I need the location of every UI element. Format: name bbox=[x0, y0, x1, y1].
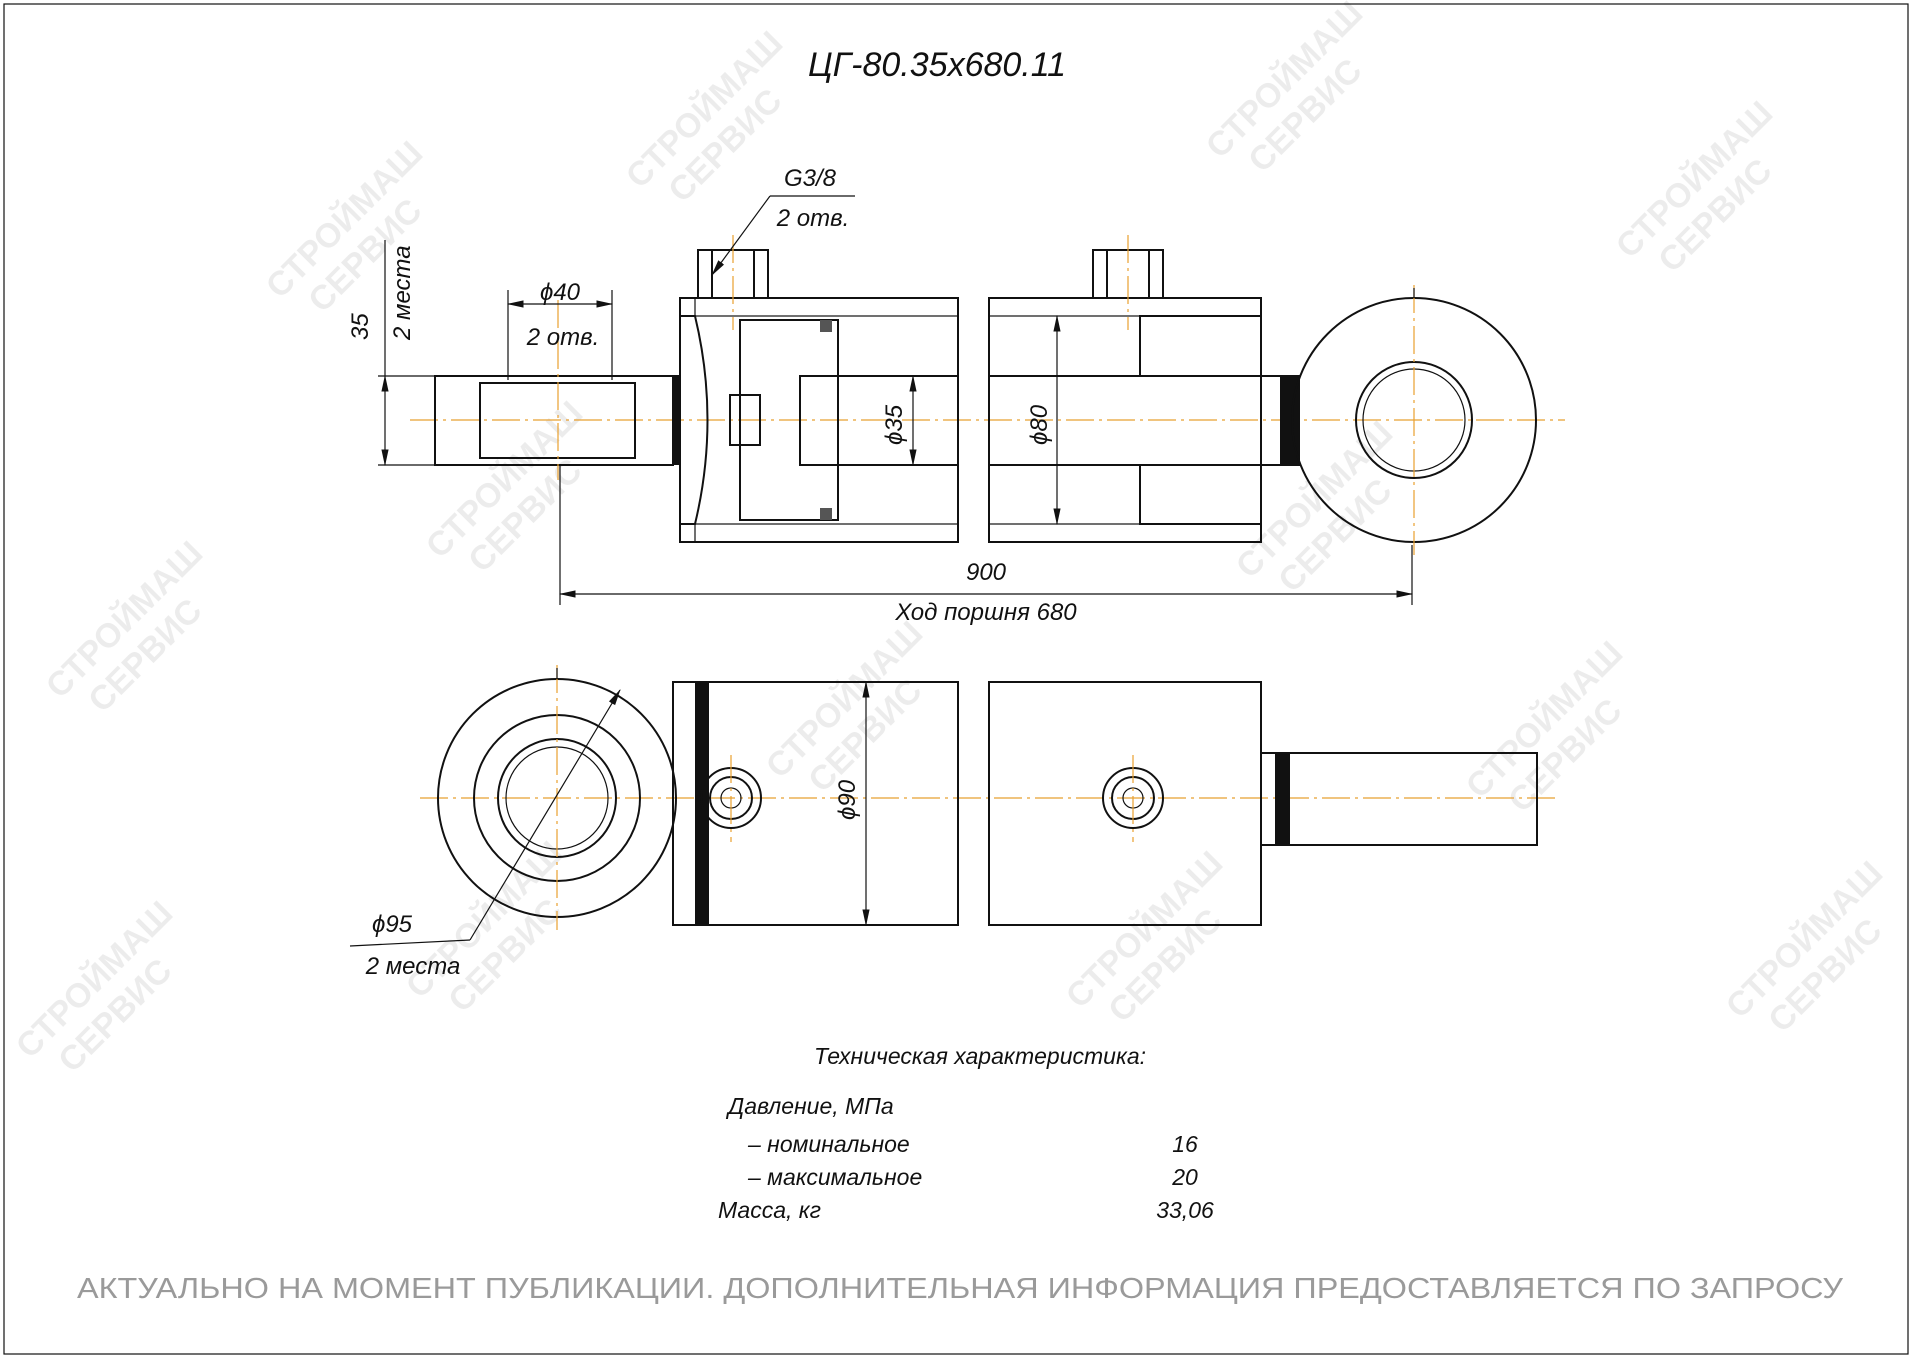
leader-line bbox=[469, 688, 621, 941]
rod-weld bbox=[1275, 753, 1290, 845]
cylinder-tube bbox=[672, 681, 959, 926]
eye-hole-count: 2 отв. bbox=[526, 324, 600, 351]
weld bbox=[672, 375, 680, 465]
section-view bbox=[410, 235, 1565, 555]
sheet-border bbox=[3, 3, 1909, 1355]
leader-line bbox=[711, 195, 771, 276]
mass-value: 33,06 bbox=[1156, 1197, 1214, 1223]
spec-row-label: – номинальное bbox=[747, 1131, 910, 1157]
piston-rod-right bbox=[988, 375, 1300, 466]
eye-width-places: 2 места bbox=[389, 245, 416, 341]
tube-wall-section bbox=[694, 523, 959, 543]
closed-length-dim: 900 bbox=[966, 559, 1007, 586]
pressure-label: Давление, МПа bbox=[725, 1093, 894, 1119]
spec-row-value: 20 bbox=[1171, 1164, 1198, 1190]
cylinder-bottom bbox=[679, 315, 709, 525]
plan-view bbox=[420, 665, 1560, 930]
piston bbox=[739, 319, 839, 521]
spec-row-label: – максимальное bbox=[747, 1164, 922, 1190]
tube-dia-dim: ϕ90 bbox=[834, 779, 861, 820]
port-thread-dim: G3/8 bbox=[784, 165, 837, 192]
leader-line bbox=[349, 939, 471, 947]
rod-dia-dim: ϕ35 bbox=[881, 404, 908, 445]
dimensions-top: 900 Ход поршня 680 ϕ40 2 отв. 35 2 места… bbox=[347, 165, 1414, 626]
spec-row-value: 16 bbox=[1172, 1131, 1198, 1157]
seal bbox=[820, 320, 832, 332]
mass-label: Масса, кг bbox=[718, 1197, 821, 1223]
seal bbox=[820, 508, 832, 520]
piston-nut bbox=[729, 394, 761, 446]
footer-disclaimer: АКТУАЛЬНО НА МОМЕНТ ПУБЛИКАЦИИ. ДОПОЛНИТ… bbox=[77, 1273, 1844, 1305]
gland bbox=[1139, 315, 1262, 377]
drawing-title: ЦГ-80.35х680.11 bbox=[808, 46, 1066, 84]
spec-heading: Техническая характеристика: bbox=[814, 1043, 1146, 1069]
piston-rod bbox=[1260, 752, 1538, 846]
port-count: 2 отв. bbox=[776, 205, 850, 232]
dimensions-bottom: ϕ90 ϕ95 2 места bbox=[349, 680, 870, 980]
tube-wall-section bbox=[988, 523, 1262, 543]
spec-table: Техническая характеристика: Давление, МП… bbox=[718, 1043, 1214, 1223]
stroke-dim: Ход поршня 680 bbox=[894, 599, 1077, 626]
piston-rod bbox=[799, 375, 959, 466]
eye-width-dim: 35 bbox=[347, 313, 374, 340]
bore-dia-dim: ϕ80 bbox=[1026, 404, 1053, 445]
tube-wall-section bbox=[694, 297, 959, 317]
eye-hole-dia-dim: ϕ40 bbox=[540, 279, 581, 306]
eye-outer-places: 2 места bbox=[365, 953, 461, 980]
gland bbox=[1139, 464, 1262, 525]
eye-outer-dia-dim: ϕ95 bbox=[372, 911, 413, 938]
tube-wall-section bbox=[988, 297, 1262, 317]
